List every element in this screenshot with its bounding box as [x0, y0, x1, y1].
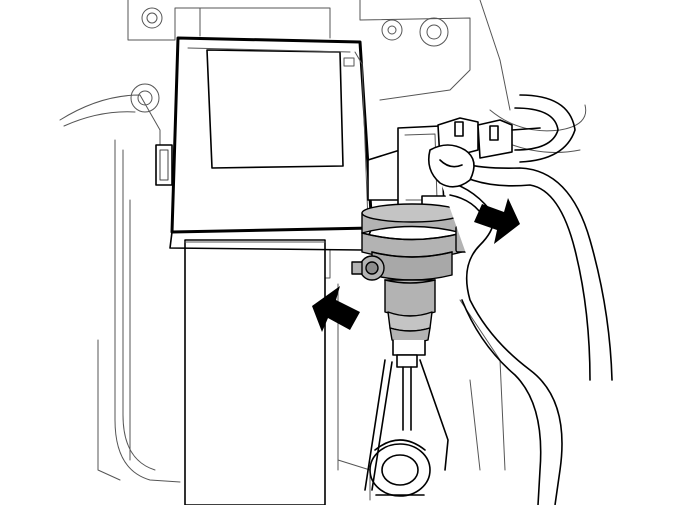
electrical-connector-plugs: [437, 117, 541, 161]
left-arrow-icon: [312, 286, 360, 332]
control-module-box: [155, 36, 381, 251]
mounting-plate: [184, 239, 326, 505]
sensor-stem: [364, 340, 449, 497]
coolant-hoses: [427, 94, 613, 505]
right-arrow-icon: [474, 198, 520, 244]
highlighted-solenoid-valve: [351, 203, 471, 344]
